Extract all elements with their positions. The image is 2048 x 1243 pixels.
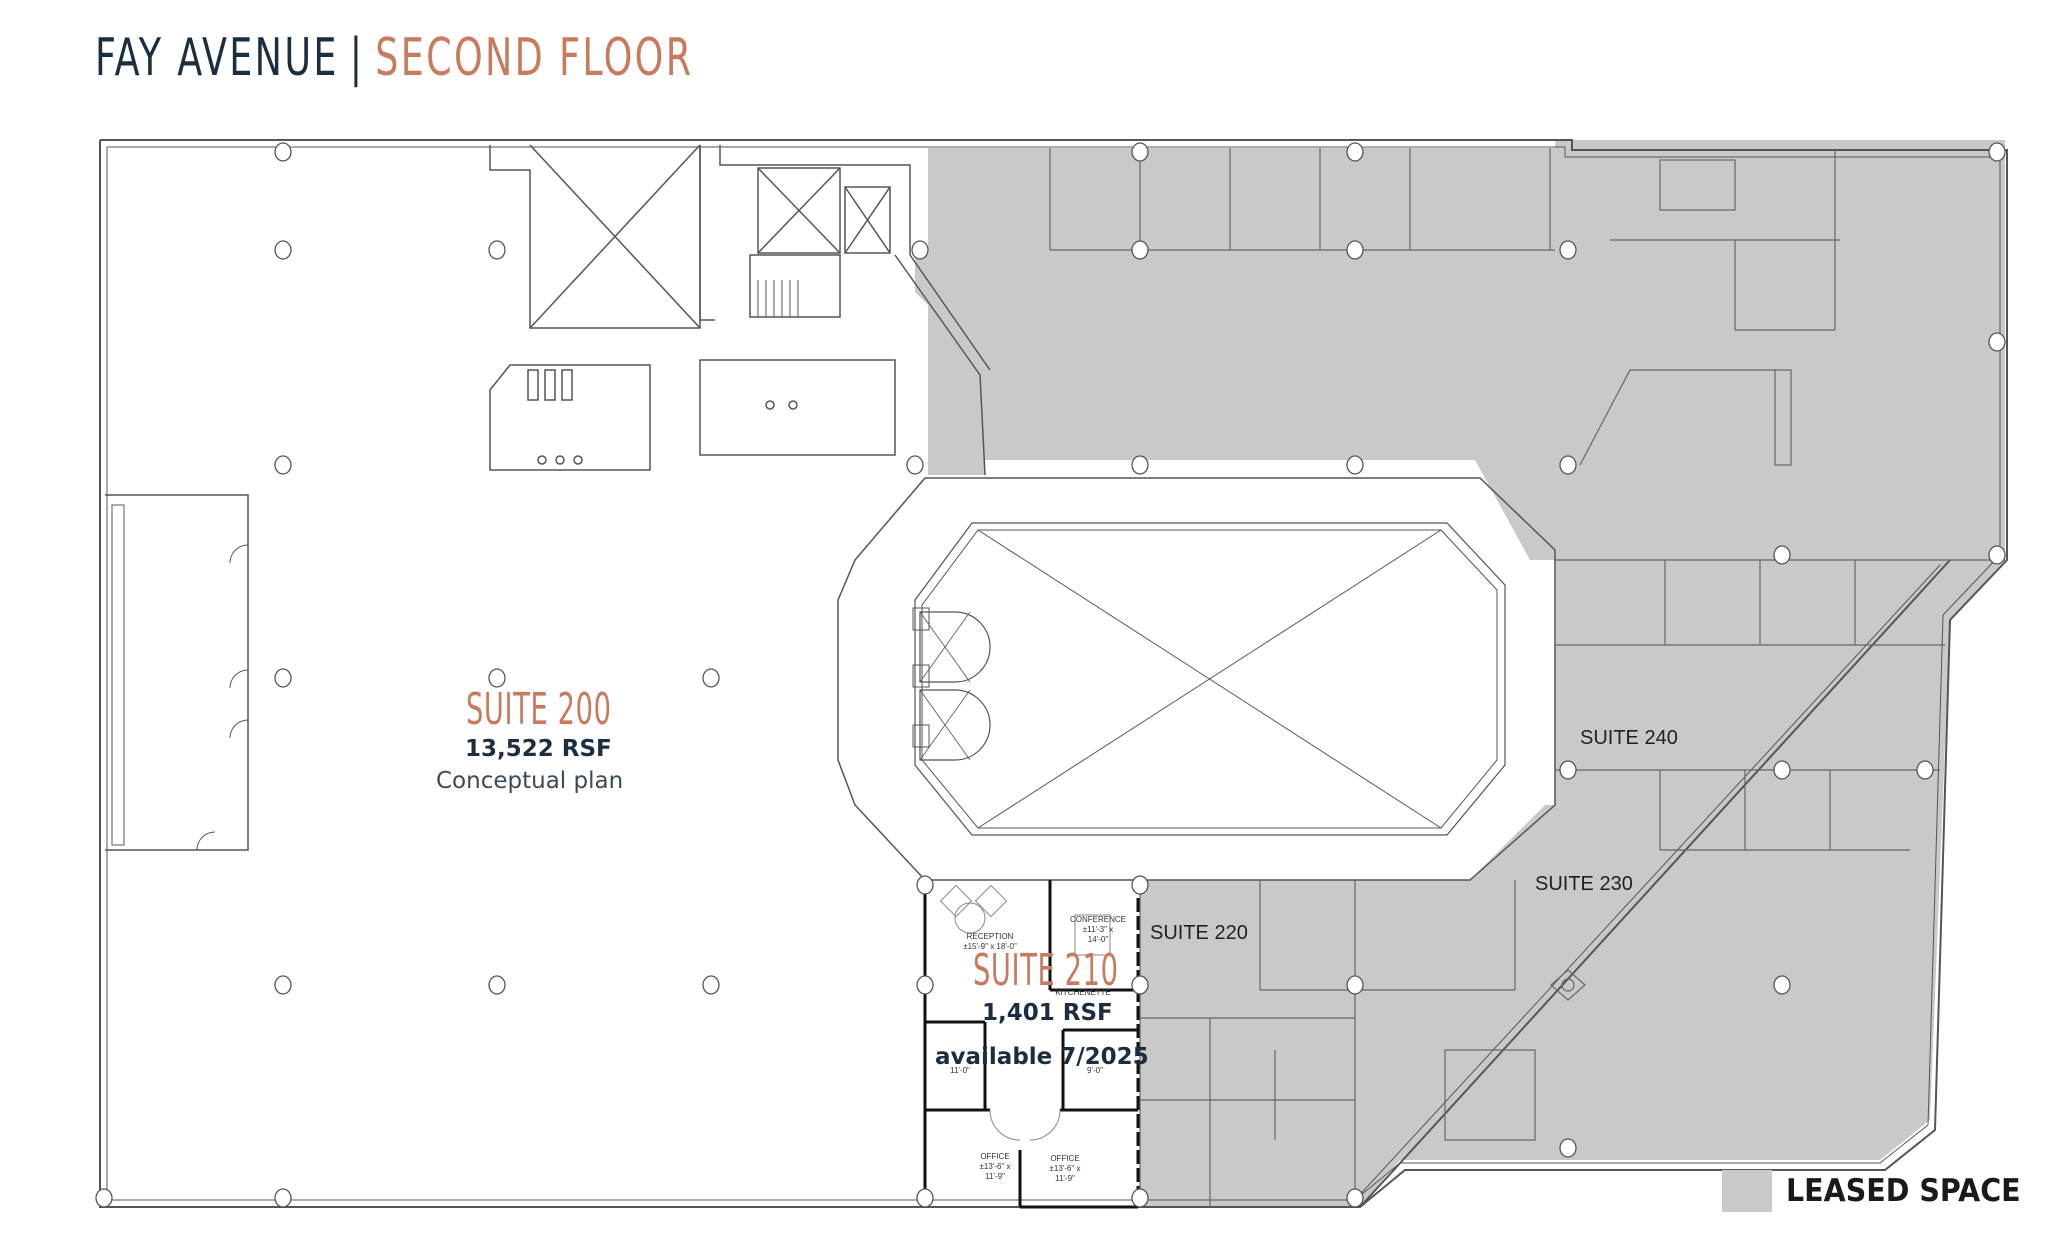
suite-200-rsf: 13,522 RSF [465, 736, 612, 762]
atrium [837, 477, 1556, 881]
office-se-size2: 11'-9" [1055, 1174, 1075, 1183]
suite-210-label-group: SUITE 210 [935, 945, 1135, 996]
office-sw-name: OFFICE [980, 1152, 1010, 1161]
suite-200-note: Conceptual plan [436, 768, 624, 794]
legend: LEASED SPACE [1722, 1170, 2041, 1212]
leased-legend-label: LEASED SPACE [1786, 1173, 2021, 1209]
kitchenette-label: KITCHENETTE [1055, 988, 1111, 997]
building-name: FAY AVENUE [95, 28, 339, 88]
suite-240-offices [1554, 560, 1945, 851]
building-core [489, 144, 991, 476]
conference-room-label: CONFERENCE ±11'-3" x 14'-0" [1058, 915, 1138, 945]
south-rooms [1139, 880, 1586, 1207]
office-sw-size2: 11'-9" [985, 1172, 1005, 1181]
suite-230-label: SUITE 230 [1535, 873, 1633, 895]
suite-200-name: SUITE 200 [466, 684, 612, 735]
conference-size1: ±11'-3" x [1082, 925, 1114, 934]
title-separator: | [349, 28, 365, 88]
office-sw-size1: ±13'-6" x [979, 1162, 1011, 1171]
leased-swatch [1722, 1170, 1772, 1212]
office-se-size1: ±13'-6" x [1049, 1164, 1081, 1173]
office-se-name: OFFICE [1050, 1154, 1080, 1163]
suite-220-label: SUITE 220 [1150, 922, 1248, 944]
suite-210-rsf: 1,401 RSF [982, 1000, 1113, 1026]
suite-200-label-group: SUITE 200 [428, 684, 628, 735]
suite-200-west-room [105, 494, 249, 851]
floor-name: SECOND FLOOR [375, 28, 694, 88]
office-southeast-label: OFFICE ±13'-6" x 11'-9" [1030, 1154, 1100, 1184]
building-shell [99, 139, 2008, 1208]
suite-210-name: SUITE 210 [973, 945, 1119, 996]
reception-room-label: RECEPTION ±15'-9" x 18'-0" [950, 932, 1030, 952]
leased-area-north [915, 140, 2005, 1207]
suite-210-plan [923, 880, 1140, 1209]
office-west-size: 11'-0" [950, 1066, 970, 1075]
reception-name: RECEPTION [966, 932, 1014, 941]
conference-size2: 14'-0" [1087, 935, 1109, 944]
reception-size: ±15'-9" x 18'-0" [963, 942, 1017, 951]
conference-name: CONFERENCE [1069, 915, 1126, 924]
suite-210-availability: available 7/2025 [935, 1044, 1149, 1070]
suite-240-label: SUITE 240 [1580, 727, 1678, 749]
office-southwest-label: OFFICE ±13'-6" x 11'-9" [960, 1152, 1030, 1182]
northeast-rooms [1555, 150, 2005, 561]
page-title: FAY AVENUE|SECOND FLOOR [95, 28, 693, 88]
columns [95, 142, 2006, 1208]
office-east-size: 9'-0" [1087, 1066, 1103, 1075]
